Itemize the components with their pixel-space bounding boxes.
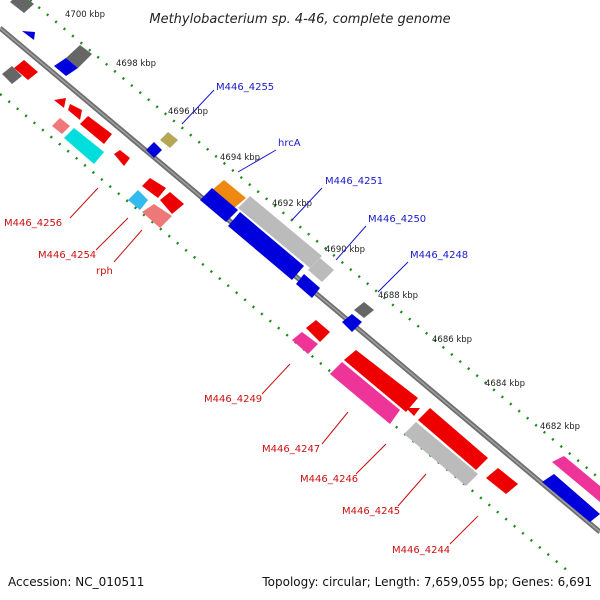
gene-pink-arrow [552, 456, 600, 502]
gene-lightgray-arrow [238, 196, 322, 268]
gene-blue-arrow [54, 58, 78, 76]
tick-label: 4684 kbp [485, 379, 525, 389]
tick-label: 4698 kbp [116, 59, 156, 69]
gene-blue-arrow [296, 274, 320, 298]
accession-text: Accession: NC_010511 [8, 575, 144, 589]
gene-gray-arrow [10, 0, 34, 13]
tick-label: 4692 kbp [272, 199, 312, 209]
genome-summary-text: Topology: circular; Length: 7,659,055 bp… [261, 575, 592, 589]
gene-features-upper [2, 0, 600, 522]
gene-red-arrow [80, 116, 112, 144]
gene-label: hrcA [278, 138, 301, 149]
gene-label: M446_4249 [204, 394, 262, 405]
gene-blue-arrow [200, 188, 238, 222]
gene-label: M446_4251 [325, 176, 383, 187]
gene-red-arrow [418, 408, 488, 470]
gene-label: M446_4250 [368, 214, 426, 225]
gene-orange-arrow [212, 180, 246, 208]
gene-gray-arrow [2, 66, 22, 84]
gene-label: M446_4247 [262, 444, 320, 455]
gene-pink-arrow [330, 362, 400, 424]
tick-label: 4700 kbp [65, 10, 105, 20]
gene-blue-arrow [342, 314, 362, 332]
gene-label: M446_4246 [300, 474, 358, 485]
dotted-track-upper [29, 0, 600, 480]
gene-label: M446_4254 [38, 250, 96, 261]
gene-label: M446_4256 [4, 218, 62, 229]
gene-red-arrow [406, 408, 420, 416]
gene-gray-arrow [66, 45, 92, 68]
kbp-tick-labels: 4700 kbp 4698 kbp 4696 kbp 4694 kbp 4692… [65, 10, 580, 432]
gene-cyan-arrow [64, 128, 104, 164]
gene-skyblue-arrow [128, 190, 148, 210]
gene-pink-arrow [292, 332, 318, 354]
gene-label: M446_4255 [216, 82, 274, 93]
gene-lightgray-arrow [404, 422, 478, 486]
gene-blue-arrow [542, 474, 600, 522]
gene-red-arrow [142, 178, 166, 198]
gene-red-arrow [114, 150, 130, 166]
gene-red-arrow [54, 98, 66, 108]
gene-features-lower [52, 98, 518, 494]
gene-labels-bottom: M446_4256 M446_4254 rph M446_4249 M446_4… [4, 187, 479, 556]
gene-label: rph [96, 266, 113, 277]
tick-label: 4696 kbp [168, 107, 208, 117]
gene-label: M446_4245 [342, 506, 400, 517]
gene-label: M446_4244 [392, 545, 450, 556]
tick-label: 4694 kbp [220, 153, 260, 163]
gene-gray-arrow [354, 302, 374, 318]
gene-blue-arrow [22, 31, 35, 40]
gene-salmon-arrow [142, 204, 172, 228]
gene-label: M446_4248 [410, 250, 468, 261]
gene-salmon-arrow [52, 118, 70, 134]
tick-label: 4686 kbp [432, 335, 472, 345]
map-title: Methylobacterium sp. 4-46, complete geno… [149, 12, 450, 27]
gene-red-arrow [306, 320, 330, 342]
gene-lightgray-arrow [308, 258, 334, 282]
gene-red-arrow [160, 192, 184, 214]
gene-red-arrow [344, 350, 418, 412]
gene-red-arrow [14, 60, 38, 80]
gene-red-arrow [486, 468, 518, 494]
tick-label: 4688 kbp [378, 291, 418, 301]
gene-blue-arrow [228, 212, 304, 280]
gene-red-arrow [68, 104, 82, 120]
gene-labels-top: M446_4255 hrcA M446_4251 M446_4250 M446_… [181, 82, 468, 293]
gene-blue-arrow [146, 142, 162, 158]
gene-khaki-arrow [160, 132, 178, 148]
tick-label: 4682 kbp [540, 422, 580, 432]
